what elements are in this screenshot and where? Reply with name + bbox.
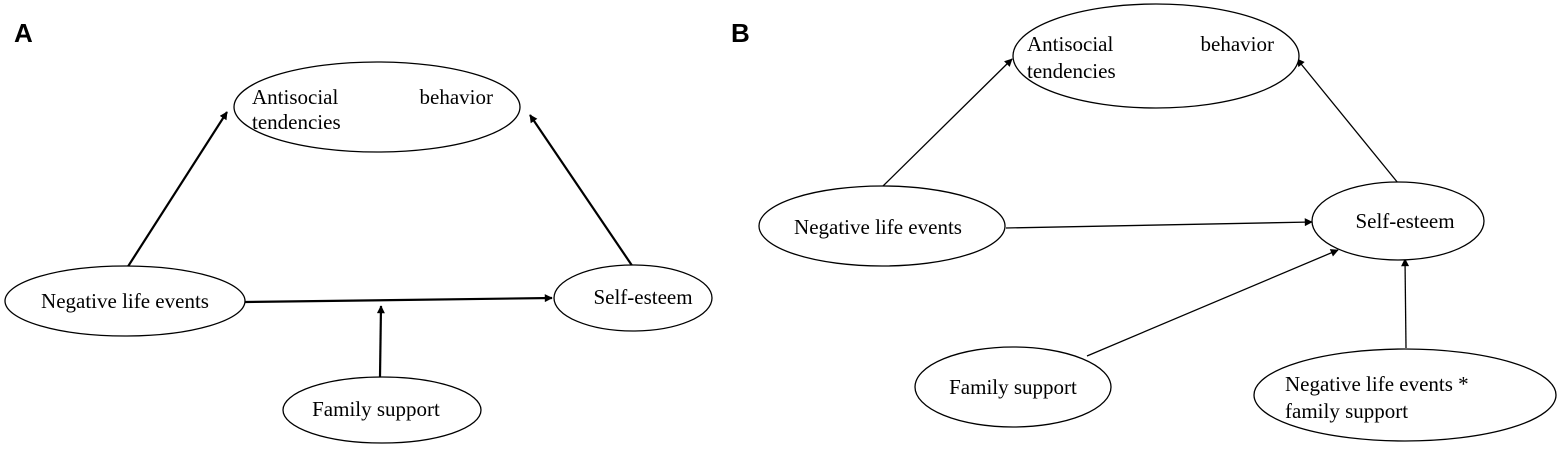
node-b-negative-life-events-label: Negative life events	[794, 215, 962, 239]
node-a-self-esteem-label: Self-esteem	[593, 285, 692, 309]
edge-a-negative-to-antisocial	[126, 111, 228, 269]
node-b-self-esteem-label: Self-esteem	[1355, 209, 1454, 233]
node-b-antisocial-line2: tendencies	[1027, 59, 1116, 83]
node-b-negative-events-family-interaction: Negative life events * family support	[1253, 348, 1557, 442]
edge-b-interaction-to-selfesteem	[1401, 258, 1410, 349]
node-a-family-support: Family support	[282, 376, 482, 444]
node-a-negative-life-events: Negative life events	[4, 265, 246, 337]
edge-a-family-moderation	[376, 305, 385, 378]
node-a-antisocial-line1-left: Antisocial	[252, 85, 338, 109]
edge-b-negative-to-selfesteem	[1005, 218, 1313, 229]
node-a-negative-life-events-label: Negative life events	[41, 289, 209, 313]
panel-b-label: B	[731, 18, 750, 48]
edge-b-negative-to-antisocial	[881, 58, 1013, 188]
edge-b-selfesteem-to-antisocial	[1296, 58, 1399, 184]
edge-a-selfesteem-to-antisocial	[529, 114, 634, 268]
edge-b-family-to-selfesteem	[1086, 249, 1339, 357]
node-b-self-esteem: Self-esteem	[1311, 181, 1485, 261]
node-a-antisocial-line2: tendencies	[252, 110, 341, 134]
node-b-interaction-line2: family support	[1285, 399, 1408, 423]
node-b-interaction-line1: Negative life events *	[1285, 372, 1469, 396]
node-b-family-support: Family support	[914, 346, 1112, 428]
node-a-family-support-label: Family support	[312, 397, 440, 421]
panel-a: A Antisocial behavior tendencies Negativ…	[4, 18, 713, 444]
node-b-family-support-label: Family support	[949, 375, 1077, 399]
panel-a-label: A	[14, 18, 33, 48]
node-a-antisocial-behavior: Antisocial behavior tendencies	[233, 61, 521, 153]
node-b-antisocial-behavior: Antisocial behavior tendencies	[1012, 3, 1300, 109]
node-b-negative-life-events: Negative life events	[758, 185, 1006, 267]
node-a-antisocial-line1-right: behavior	[420, 85, 493, 109]
edge-a-negative-to-selfesteem	[244, 294, 553, 304]
panel-b: B Antisocial behavior tendencies Negativ…	[731, 3, 1557, 442]
node-b-antisocial-line1-right: behavior	[1201, 32, 1274, 56]
node-b-antisocial-line1-left: Antisocial	[1027, 32, 1113, 56]
node-a-self-esteem: Self-esteem	[553, 264, 713, 332]
